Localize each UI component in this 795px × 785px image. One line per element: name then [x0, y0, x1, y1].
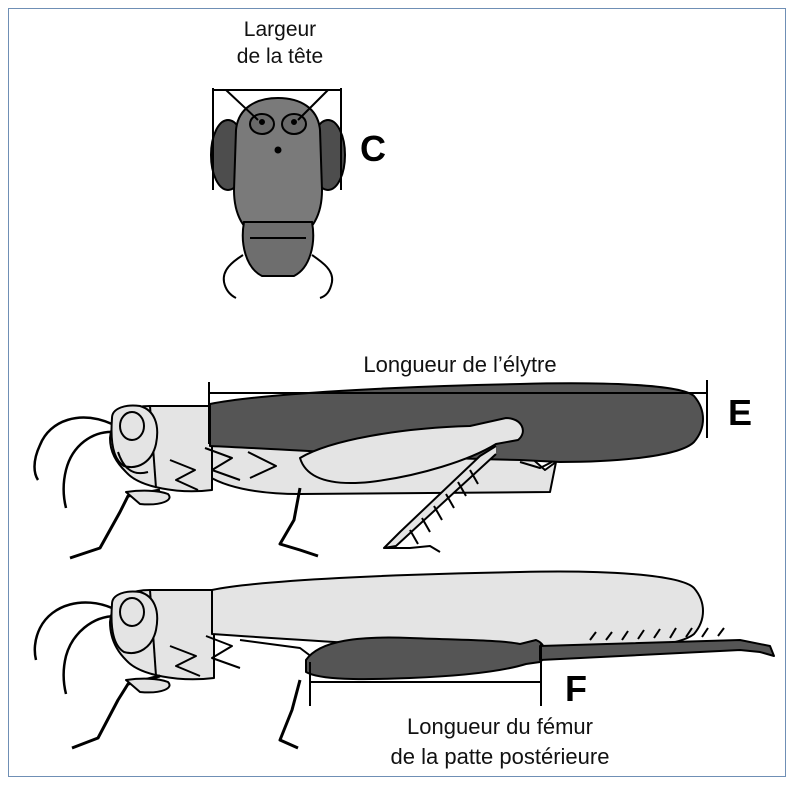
- head-width-label-line2: de la tête: [210, 43, 350, 70]
- left-palp: [224, 255, 243, 298]
- mouthparts: [243, 222, 313, 276]
- head-width-label-line1: Largeur: [210, 16, 350, 43]
- letter-e: E: [728, 392, 752, 434]
- femur-length-label-line1: Longueur du fémur: [320, 712, 680, 742]
- head-capsule: [234, 98, 322, 238]
- head-front-view: [211, 90, 345, 298]
- elytra-length-label: Longueur de l’élytre: [300, 352, 620, 378]
- upper-antenna-1: [35, 418, 113, 480]
- letter-f: F: [565, 668, 587, 710]
- letter-c: C: [360, 128, 386, 170]
- right-palp: [312, 255, 332, 298]
- upper-grasshopper: [35, 383, 704, 558]
- femur-length-label-line2: de la patte postérieure: [320, 742, 680, 772]
- upper-eye: [120, 412, 144, 440]
- lower-antenna-1: [35, 602, 112, 660]
- lower-mid-leg: [280, 680, 300, 748]
- upper-mid-leg: [280, 488, 318, 556]
- head-width-label: Largeur de la tête: [210, 16, 350, 70]
- lower-hind-femur: [306, 638, 545, 680]
- femur-length-label: Longueur du fémur de la patte postérieur…: [320, 712, 680, 772]
- lower-eye: [120, 598, 144, 626]
- upper-antenna-2: [64, 432, 116, 508]
- lower-antenna-2: [64, 616, 116, 694]
